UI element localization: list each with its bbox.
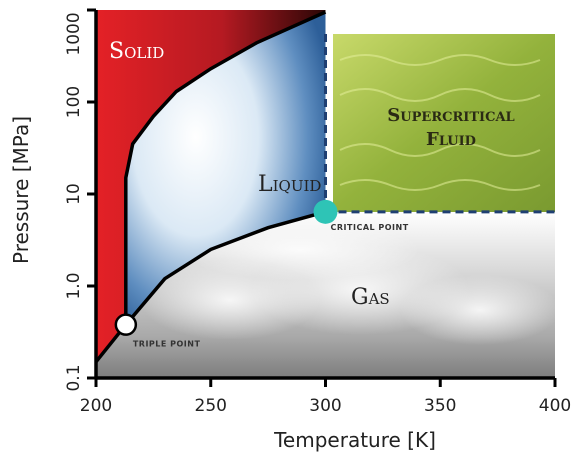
x-tick-label: 350 [424,396,456,416]
x-tick-label: 250 [195,396,227,416]
y-axis-ticks: 0.1 1.0 10 100 1000 [64,8,96,392]
x-tick-label: 300 [309,396,341,416]
solid-label: Solid [109,39,164,64]
gas-label: Gas [351,285,390,310]
y-tick-label: 1000 [64,12,84,55]
vaporization-curve [124,210,326,326]
x-axis-title: Temperature [K] [273,428,436,452]
y-axis-title: Pressure [MPa] [9,116,33,264]
supercritical-region [333,34,555,212]
supercritical-label-line: Supercritical [387,105,514,126]
x-tick-label: 200 [80,396,112,416]
liquid-label: Liquid [258,172,321,197]
y-tick-label: 1.0 [64,272,84,299]
x-tick-label: 400 [539,396,571,416]
y-tick-label: 0.1 [64,364,84,391]
supercritical-ripples [339,54,541,191]
x-axis-ticks: 200 250 300 350 400 [80,378,571,416]
solid-region [96,10,326,362]
triple-point-label: TRIPLE POINT [133,340,201,349]
critical-point-marker [313,199,338,224]
critical-point-label: CRITICAL POINT [331,223,409,232]
supercritical-label-line: Fluid [426,129,476,150]
y-tick-label: 100 [64,86,84,118]
melting-curve [124,10,327,325]
triple-point-marker [114,313,138,336]
liquid-region [125,12,326,325]
y-tick-label: 10 [64,183,84,205]
